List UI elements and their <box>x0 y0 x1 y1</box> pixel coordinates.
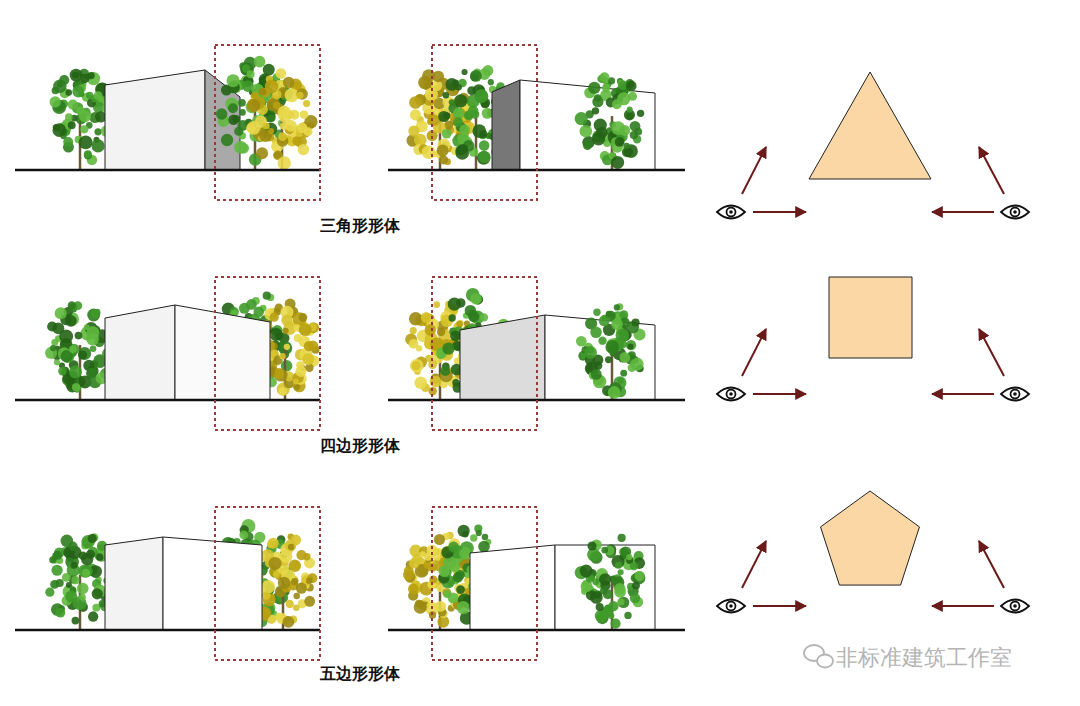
focus-frame <box>215 507 320 660</box>
green-tree <box>216 56 293 170</box>
wechat-icon <box>804 645 833 668</box>
view-arrow <box>742 147 766 194</box>
green-tree <box>575 72 645 170</box>
pentagon-plan <box>821 491 920 585</box>
building-face <box>105 305 175 400</box>
focus-frame <box>215 277 320 430</box>
building-face <box>555 545 655 630</box>
focus-frame <box>432 277 537 430</box>
focus-frame <box>215 45 320 200</box>
watermark: 非标准建筑工作室 <box>836 643 1012 673</box>
view-arrow <box>742 541 766 588</box>
eye-symbol <box>717 600 745 613</box>
yellow-tree <box>406 69 475 170</box>
view-arrow <box>932 605 994 607</box>
eye-symbol <box>1001 600 1029 613</box>
building-face <box>105 537 163 630</box>
view-arrow <box>753 211 806 213</box>
building-face <box>105 70 205 170</box>
view-arrow <box>753 605 806 607</box>
view-arrow <box>979 541 1004 588</box>
eye-symbol <box>717 206 745 219</box>
building-face <box>163 537 262 630</box>
view-arrow <box>932 393 994 395</box>
focus-frame <box>432 507 537 660</box>
triangle-plan <box>809 72 931 179</box>
square-plan <box>829 277 912 358</box>
view-arrow <box>753 393 806 395</box>
ground-line <box>15 629 320 632</box>
ground-line <box>15 399 320 402</box>
ground-line <box>15 169 320 172</box>
building-face <box>545 315 655 400</box>
green-tree <box>45 301 114 400</box>
green-tree <box>576 303 646 400</box>
eye-symbol <box>1001 388 1029 401</box>
focus-frame <box>432 45 537 200</box>
yellow-tree <box>403 532 478 630</box>
view-arrow <box>932 211 994 213</box>
building-face <box>460 315 545 400</box>
building-face <box>205 70 240 170</box>
view-arrow <box>979 329 1004 376</box>
caption-label: 三角形形体 <box>320 216 400 237</box>
caption-label: 四边形形体 <box>320 436 400 457</box>
view-arrow <box>742 329 766 376</box>
eye-symbol <box>1001 206 1029 219</box>
eye-symbol <box>717 388 745 401</box>
green-tree <box>575 534 646 630</box>
caption-label: 五边形形体 <box>320 664 400 685</box>
yellow-tree <box>246 68 317 170</box>
building-face <box>470 545 555 630</box>
building-face <box>520 80 655 170</box>
view-arrow <box>979 147 1004 194</box>
building-face <box>492 80 520 170</box>
building-face <box>175 305 270 400</box>
